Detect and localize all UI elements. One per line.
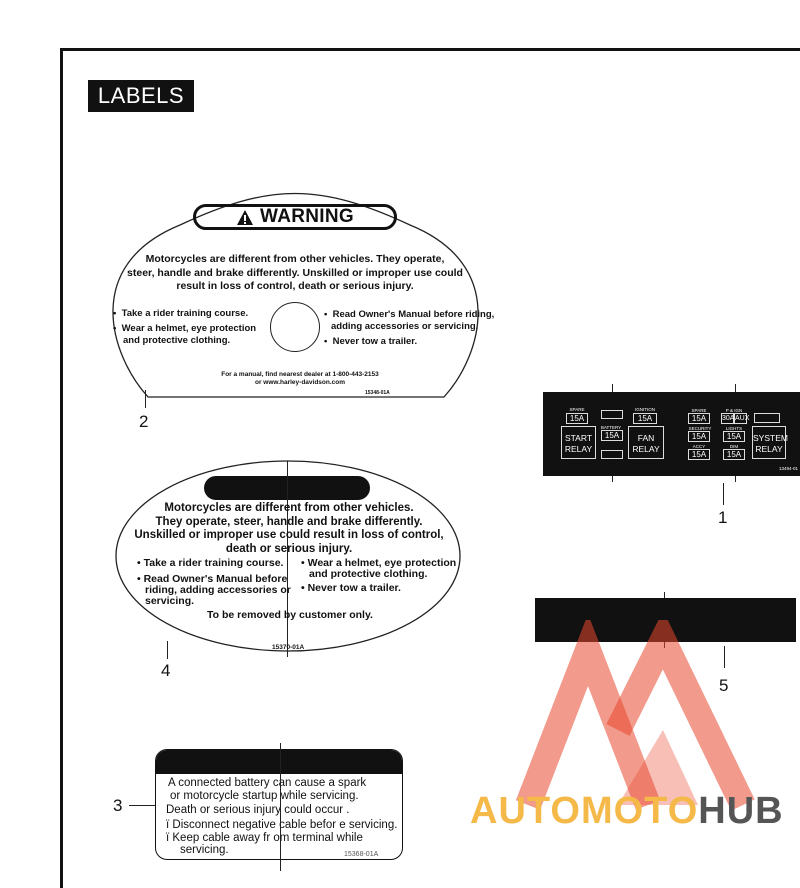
label5-leader xyxy=(724,646,725,668)
warning-header: WARNING xyxy=(193,204,397,230)
label3-line-4: ï Disconnect negative cable befor e serv… xyxy=(166,819,398,831)
label2-manual-line: or www.harley-davidson.com xyxy=(254,379,346,386)
label2-circle xyxy=(270,302,320,352)
label3-vertical-guide xyxy=(280,743,281,871)
fuse-slot-empty xyxy=(754,413,780,423)
fuse-spare: 15A xyxy=(566,413,588,424)
label4-part-number: 15370-01A xyxy=(272,644,305,651)
fan-relay-line: FAN xyxy=(637,433,655,443)
label2-manual-line: For a manual, find nearest dealer at 1-8… xyxy=(221,371,379,378)
warning-title: WARNING xyxy=(260,206,354,227)
start-relay-line: START xyxy=(564,433,593,443)
label3-line-3: Death or serious injury could occur . xyxy=(166,804,350,816)
label1-leader xyxy=(723,483,724,505)
label3-part-number: 15368-01A xyxy=(344,851,379,858)
label1-guide-bottom-2 xyxy=(735,476,736,482)
system-relay-line: SYSTEM xyxy=(753,433,788,443)
page-frame xyxy=(60,48,800,888)
label2-right-bullet-1b: adding accessories or servicing. xyxy=(331,321,479,332)
fuse-label-security: SECURITY xyxy=(688,426,712,431)
label4-left-bullet-1: • Take a rider training course. xyxy=(137,557,284,569)
fuse-accy: 15A xyxy=(688,449,710,460)
label4-removal-note: To be removed by customer only. xyxy=(207,609,373,621)
start-relay-line: RELAY xyxy=(564,444,593,454)
label2-right-bullet-2: • Never tow a trailer. xyxy=(324,336,418,347)
watermark-text-gold: AUTOMOTO xyxy=(470,790,699,832)
label2-part-number: 15348-01A xyxy=(365,390,390,396)
fuse-panel-part-number: 13494-01 xyxy=(779,466,799,471)
label3-line-1: A connected battery can cause a spark xyxy=(168,777,367,789)
fuse-slot-empty xyxy=(601,450,623,459)
label1-guide-top-1 xyxy=(612,384,613,392)
fan-relay: FAN RELAY xyxy=(628,426,664,459)
start-relay: START RELAY xyxy=(561,426,596,459)
label2-lead-line: Motorcycles are different from other veh… xyxy=(145,253,445,265)
warning-triangle-icon xyxy=(237,209,254,225)
fuse-lights: 15A xyxy=(723,431,745,442)
label1-guide-bottom-1 xyxy=(612,476,613,482)
watermark-text-gray: HUB xyxy=(698,790,784,832)
label2-leader xyxy=(145,390,146,408)
label4-leader xyxy=(167,641,168,659)
callout-5: 5 xyxy=(719,676,729,695)
fuse-label-spare2: SPARE xyxy=(691,408,707,413)
system-relay: SYSTEM RELAY xyxy=(752,426,788,459)
label3-header-band xyxy=(156,750,402,774)
label4-left-bullet-2b: riding, adding accessories or xyxy=(145,584,291,596)
callout-2: 2 xyxy=(139,412,149,431)
label4-right-bullet-1: • Wear a helmet, eye protection xyxy=(301,557,457,569)
watermark-logo-icon xyxy=(515,620,755,811)
label4-left-bullet-2: • Read Owner's Manual before xyxy=(137,573,288,585)
fuse-pign: 30A xyxy=(721,413,735,424)
fuse-aux: AUX xyxy=(734,413,750,424)
callout-4: 4 xyxy=(161,661,171,680)
callout-1: 1 xyxy=(718,508,728,527)
label3-leader xyxy=(129,805,155,806)
fuse-ignition: 15A xyxy=(633,413,657,424)
fuse-panel-label: SPARE 15A START RELAY BATTERY 15A IGNITI… xyxy=(543,392,800,476)
label3-line-6: servicing. xyxy=(180,844,229,856)
fuse-label-spare: SPARE xyxy=(569,407,585,412)
fuse-spare2: 15A xyxy=(688,413,710,424)
label4-outline xyxy=(115,460,461,652)
label4-lead-line: Motorcycles are different from other veh… xyxy=(164,502,414,514)
label4-lead-line: Unskilled or improper use could result i… xyxy=(134,529,444,541)
fuse-label-accy: ACCY xyxy=(692,444,706,449)
label2-lead: Motorcycles are different from other veh… xyxy=(120,253,470,294)
label2-manual-note: For a manual, find nearest dealer at 1-8… xyxy=(180,371,420,387)
section-title: LABELS xyxy=(88,80,194,112)
label4-lead: Motorcycles are different from other veh… xyxy=(124,502,454,556)
fuse-label-lights: LIGHTS xyxy=(725,426,743,431)
label3: A connected battery can cause a spark or… xyxy=(155,749,403,860)
label1-guide-top-2 xyxy=(735,384,736,392)
label4-right-bullet-1b: and protective clothing. xyxy=(309,568,428,580)
label2-outline xyxy=(112,192,479,398)
label3-line-2: or motorcycle startup while servicing. xyxy=(170,790,359,802)
label2-left-bullet-2: • Wear a helmet, eye protection xyxy=(113,323,257,334)
fuse-security: 15A xyxy=(688,431,710,442)
fuse-label-dim: DIM xyxy=(729,444,739,449)
label2-lead-line: steer, handle and brake differently. Uns… xyxy=(127,266,463,279)
fuse-battery: 15A xyxy=(601,430,623,441)
label2-left-bullet-2b: and protective clothing. xyxy=(123,335,231,346)
fuse-dim: 15A xyxy=(723,449,745,460)
fuse-label-ignition: IGNITION xyxy=(635,407,655,412)
fuse-slot-empty xyxy=(601,410,623,419)
fuse-label-pign: P & IGN xyxy=(725,408,743,413)
system-relay-line: RELAY xyxy=(755,444,783,454)
label3-line-5: ï Keep cable away fr om terminal while xyxy=(166,832,363,844)
label4-lead-line: They operate, steer, handle and brake di… xyxy=(155,515,423,528)
label2-lead-line: result in loss of control, death or seri… xyxy=(176,280,414,292)
label2-left-bullet-1: • Take a rider training course. xyxy=(113,308,249,319)
watermark-text: AUTOMOTOHUB xyxy=(470,790,784,833)
label4-lead-line: death or serious injury. xyxy=(225,542,353,555)
label4-vertical-guide xyxy=(287,461,288,657)
label4-right-bullet-2: • Never tow a trailer. xyxy=(301,582,401,594)
callout-3: 3 xyxy=(113,796,123,815)
label2-right-bullet-1: • Read Owner's Manual before riding, xyxy=(324,309,495,320)
label4-left-bullet-2c: servicing. xyxy=(145,595,195,607)
fuse-label-battery: BATTERY xyxy=(600,425,622,430)
fan-relay-line: RELAY xyxy=(632,444,660,454)
